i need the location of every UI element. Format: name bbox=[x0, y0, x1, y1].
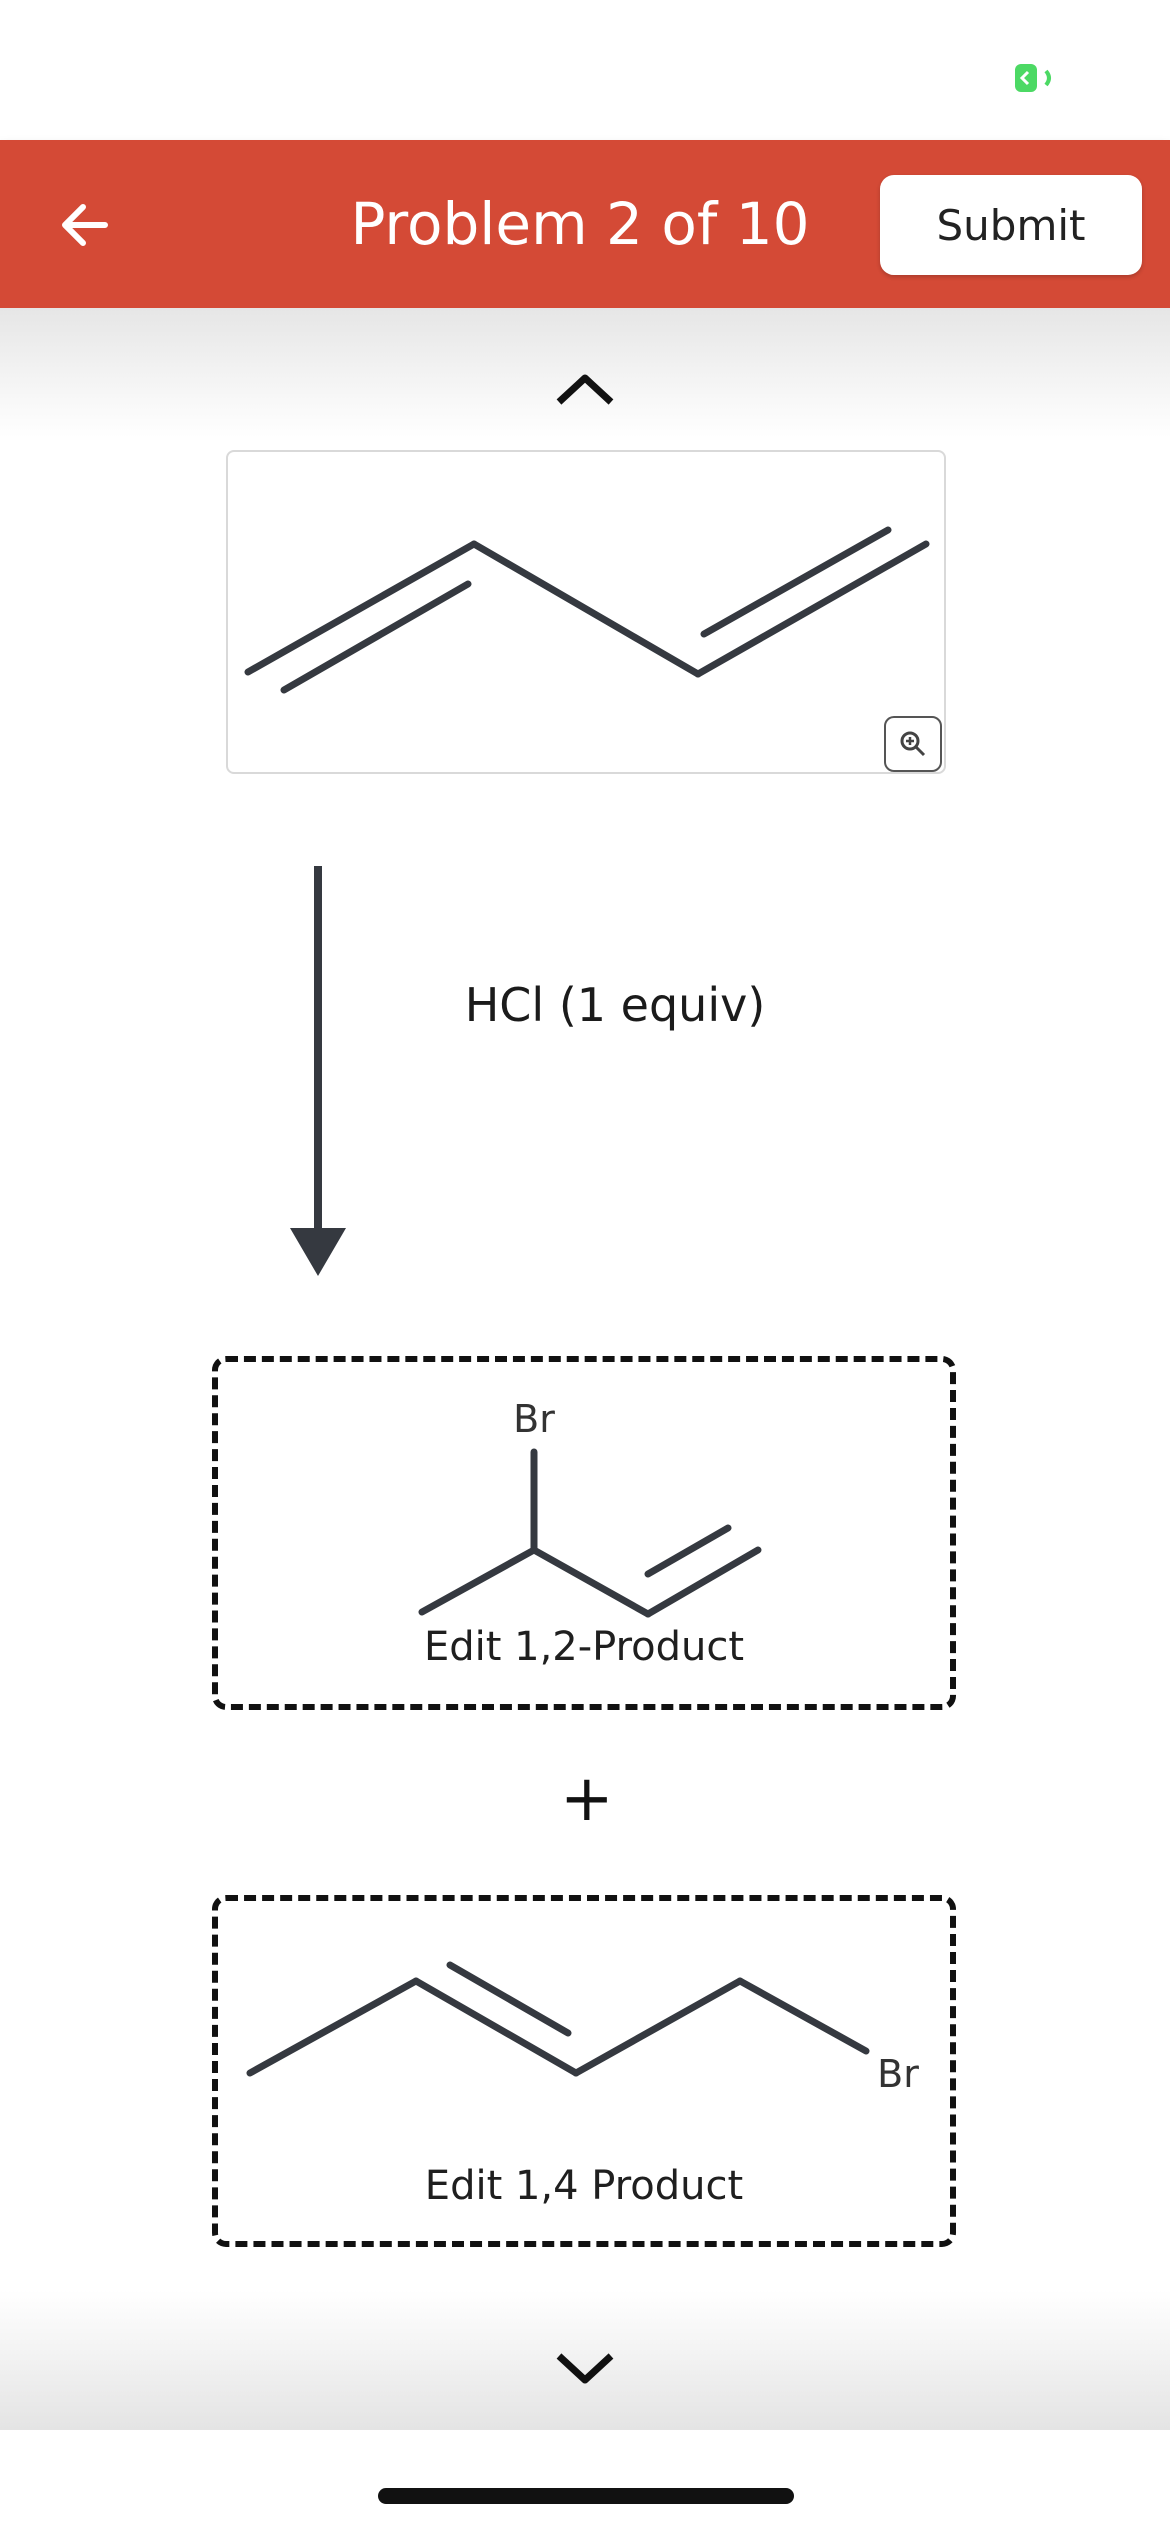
zoom-in-icon bbox=[900, 731, 926, 757]
chevron-up-icon bbox=[556, 374, 614, 405]
status-bar bbox=[0, 0, 1170, 140]
product-1-box[interactable]: Br Edit 1,2-Product bbox=[212, 1356, 956, 1710]
product-2-box[interactable]: Br Edit 1,4 Product bbox=[212, 1895, 956, 2247]
page-title: Problem 2 of 10 bbox=[350, 190, 810, 258]
bond bbox=[280, 580, 472, 694]
scroll-down-button[interactable] bbox=[555, 2352, 615, 2388]
bottom-scroll-fade bbox=[0, 2290, 1170, 2430]
bond bbox=[694, 540, 930, 678]
bond bbox=[244, 540, 478, 676]
back-button[interactable] bbox=[40, 180, 130, 270]
bottom-safe-area bbox=[0, 2430, 1170, 2532]
chevron-down-icon bbox=[556, 2353, 614, 2384]
arrow-left-icon bbox=[62, 204, 108, 246]
battery-icon bbox=[1014, 63, 1060, 93]
bromine-label: Br bbox=[877, 2052, 919, 2096]
reagent-label: HCl (1 equiv) bbox=[464, 978, 766, 1032]
reactant-structure[interactable] bbox=[226, 450, 946, 774]
home-indicator[interactable] bbox=[378, 2488, 794, 2504]
zoom-button[interactable] bbox=[884, 716, 942, 772]
product-1-structure: Br bbox=[418, 1397, 762, 1618]
edit-product-2-label: Edit 1,4 Product bbox=[424, 2163, 744, 2209]
submit-button[interactable]: Submit bbox=[880, 175, 1142, 275]
bromine-label: Br bbox=[513, 1397, 555, 1441]
product-2-structure: Br bbox=[246, 1961, 919, 2096]
bond bbox=[700, 526, 892, 638]
scroll-up-button[interactable] bbox=[555, 370, 615, 406]
top-scroll-fade bbox=[0, 308, 1170, 438]
reaction-arrow bbox=[290, 866, 346, 1276]
plus-sign: + bbox=[560, 1762, 614, 1836]
header-bar: Problem 2 of 10 Submit bbox=[0, 140, 1170, 308]
butadiene-structure bbox=[244, 526, 930, 694]
bond bbox=[470, 540, 702, 678]
edit-product-1-label: Edit 1,2-Product bbox=[423, 1624, 745, 1670]
